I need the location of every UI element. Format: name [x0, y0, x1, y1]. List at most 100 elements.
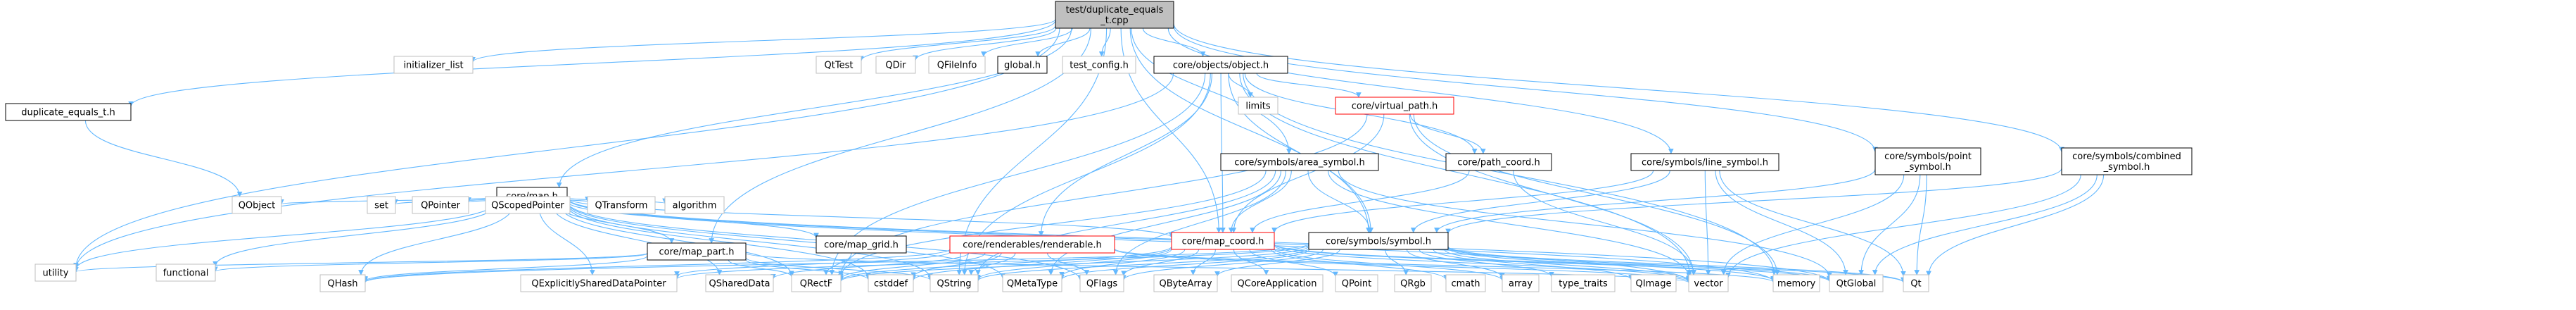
edge-root-to-point_symbol_h — [1173, 25, 1878, 153]
node-label: QPointer — [421, 201, 461, 211]
node-path-coord-h[interactable]: core/path_coord.h — [1445, 153, 1552, 171]
node-QMetaType: QMetaType — [1002, 274, 1062, 292]
node-label: core/map_coord.h — [1182, 237, 1264, 247]
node-combined-symbol-h[interactable]: core/symbols/combined_symbol.h — [2061, 147, 2193, 175]
node-array: array — [1502, 274, 1540, 292]
node-label: QPoint — [1342, 279, 1372, 290]
edge-symbol_h-to-QExplicitlySharedDataPointer — [674, 244, 1309, 280]
edge-root-to-combined_symbol_h — [1173, 23, 2064, 153]
node-label: QHash — [328, 279, 358, 290]
edge-map_coord_h-to-QRectF — [838, 246, 1172, 282]
node-line-symbol-h[interactable]: core/symbols/line_symbol.h — [1630, 153, 1779, 171]
edge-map_part_h-to-utility — [73, 252, 648, 273]
edge-object_h-to-utility — [73, 73, 1174, 270]
node-QFlags: QFlags — [1079, 274, 1124, 292]
edge-map_h-to-map_coord_h — [566, 197, 1174, 238]
edge-map_h-to-cstddef — [566, 204, 871, 278]
node-box — [1335, 97, 1454, 115]
node-label: QScopedPointer — [491, 201, 564, 211]
edge-map_h-to-QHash — [358, 204, 514, 275]
node-map-grid-h[interactable]: core/map_grid.h — [816, 235, 907, 254]
edge-symbol_h-to-QRectF — [838, 245, 1309, 283]
node-label: QSharedData — [709, 279, 770, 290]
node-box — [664, 196, 725, 214]
node-QRgb: QRgb — [1394, 274, 1432, 292]
edge-combined_symbol_h-to-Qt — [1926, 174, 2105, 277]
node-label: core/symbols/line_symbol.h — [1642, 158, 1768, 168]
node-label: duplicate_equals_t.h — [21, 108, 115, 118]
edge-map_h-to-QRectF — [559, 204, 794, 277]
node-box — [1445, 274, 1486, 292]
edge-map_coord_h-to-QString — [975, 249, 1172, 280]
edge-renderable_h-to-QSharedData — [770, 252, 969, 280]
node-label: test_config.h — [1070, 61, 1129, 71]
node-virtual-path-h[interactable]: core/virtual_path.h — [1335, 97, 1454, 115]
edge-map_coord_h-to-QByteArray — [1190, 249, 1216, 275]
node-label: QImage — [1636, 279, 1672, 290]
node-symbol-h[interactable]: core/symbols/symbol.h — [1308, 232, 1449, 250]
node-label: cmath — [1451, 279, 1480, 290]
node-label: core/symbols/symbol.h — [1326, 237, 1431, 247]
node-box — [2061, 147, 2193, 175]
node-object-h[interactable]: core/objects/object.h — [1153, 56, 1288, 74]
node-label: type_traits — [1559, 279, 1608, 290]
node-map-coord-h[interactable]: core/map_coord.h — [1171, 232, 1275, 250]
node-label: array — [1509, 279, 1533, 290]
node-box — [1502, 274, 1540, 292]
edge-virtual_path_h-to-map_coord_h — [1231, 113, 1385, 233]
node-label: QRgb — [1400, 279, 1426, 290]
edge-root-to-initializer_list — [470, 18, 1056, 63]
node-utility: utility — [34, 264, 77, 282]
node-label: core/map_grid.h — [824, 240, 899, 251]
edge-path_coord_h-to-vector — [1513, 170, 1697, 275]
node-QtGlobal: QtGlobal — [1829, 274, 1884, 292]
edge-map_coord_h-to-QPoint — [1249, 249, 1338, 278]
node-area-symbol-h[interactable]: core/symbols/area_symbol.h — [1220, 153, 1379, 171]
node-box — [1630, 153, 1779, 171]
edge-renderable_h-to-cstddef — [911, 252, 1002, 278]
edge-map_grid_h-to-QRectF — [823, 252, 852, 275]
node-box — [1002, 274, 1062, 292]
edge-combined_symbol_h-to-symbol_h — [1445, 168, 2062, 235]
edge-object_h-to-symbol_h — [1228, 73, 1374, 233]
edge-area_symbol_h-to-symbol_h — [1307, 170, 1373, 233]
edge-symbol_h-to-QByteArray — [1214, 249, 1340, 277]
node-box — [5, 103, 132, 121]
node-renderable-h[interactable]: core/renderables/renderable.h — [949, 235, 1115, 254]
node-box — [928, 56, 986, 74]
edge-duplicate_equals_t_h-to-QObject — [84, 120, 243, 197]
node-label: QTransform — [595, 201, 648, 211]
edge-object_h-to-limits — [1228, 73, 1253, 98]
edge-renderable_h-to-memory — [1114, 248, 1776, 283]
node-label: cstddef — [874, 279, 908, 290]
node-label: core/symbols/area_symbol.h — [1234, 158, 1364, 168]
edge-map_part_h-to-QHash — [362, 255, 648, 282]
node-QSharedData: QSharedData — [705, 274, 774, 292]
edge-symbol_h-to-memory — [1447, 247, 1776, 282]
node-global-h[interactable]: global.h — [997, 56, 1048, 74]
edge-map_h-to-QExplicitlySharedDataPointer — [538, 204, 595, 275]
edge-point_symbol_h-to-symbol_h — [1434, 168, 1876, 233]
node-map-part-h[interactable]: core/map_part.h — [647, 242, 747, 261]
edge-symbol_h-to-QImage — [1433, 249, 1634, 280]
node-QTransform: QTransform — [587, 196, 656, 214]
node-label: QDir — [885, 61, 906, 71]
node-box — [231, 196, 282, 214]
edge-root-to-object_h — [1142, 27, 1206, 57]
node-box — [816, 235, 907, 254]
node-box — [1551, 274, 1616, 292]
node-root[interactable]: test/duplicate_equals_t.cpp — [1055, 1, 1174, 29]
node-duplicate-equals-t-h[interactable]: duplicate_equals_t.h — [5, 103, 132, 121]
node-box — [1335, 274, 1378, 292]
node-box — [319, 274, 366, 292]
node-memory: memory — [1772, 274, 1820, 292]
node-initializer-list: initializer_list — [393, 56, 474, 74]
node-label: core/symbols/point — [1884, 151, 1972, 162]
node-label: QObject — [239, 201, 276, 211]
edge-map_part_h-to-QString — [745, 257, 933, 281]
node-point-symbol-h[interactable]: core/symbols/point_symbol.h — [1874, 147, 1981, 175]
node-label: QtGlobal — [1836, 279, 1877, 290]
edge-map_coord_h-to-QCoreApplication — [1233, 249, 1269, 275]
node-box — [412, 196, 469, 214]
node-box — [1829, 274, 1884, 292]
